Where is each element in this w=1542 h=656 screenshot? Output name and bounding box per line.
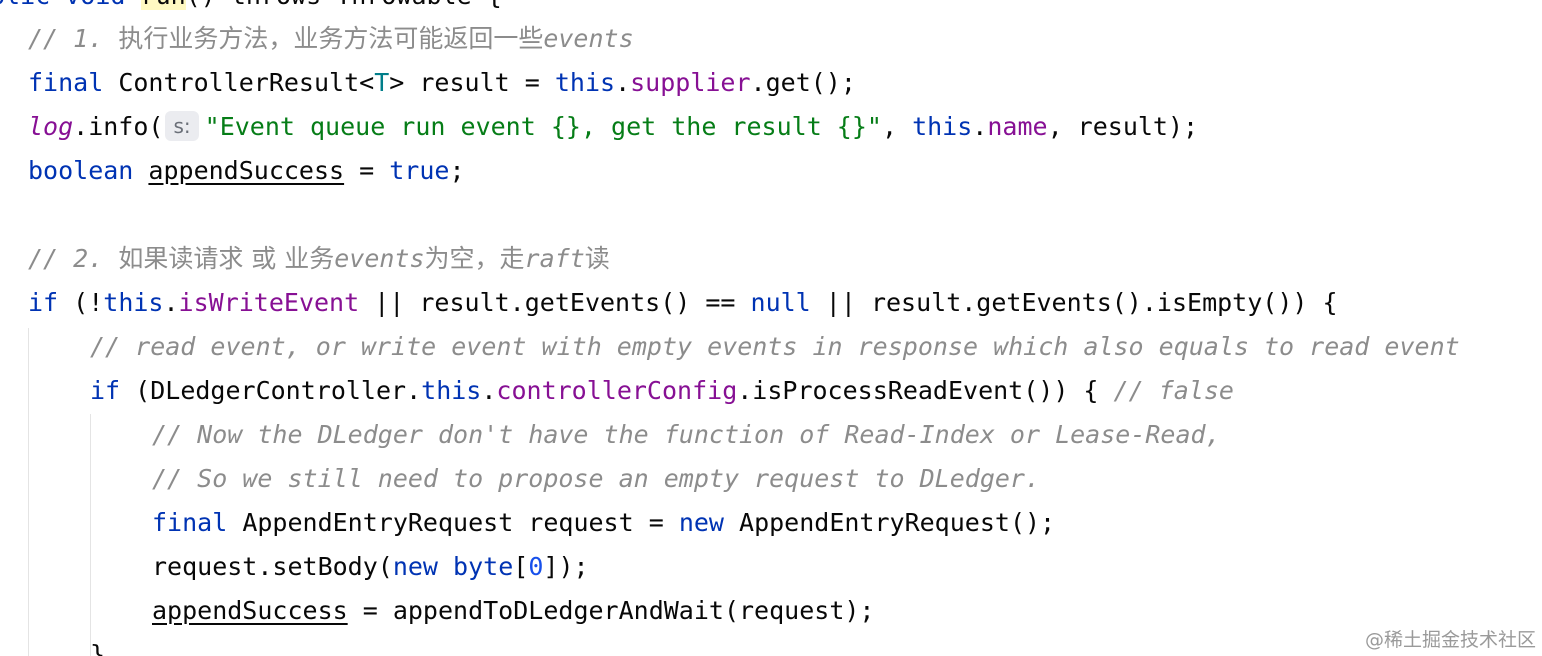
string-token: "Event queue run event {}, get the resul…	[204, 112, 882, 141]
code-line-14[interactable]: }	[90, 633, 105, 656]
comment-token: // So we still need to propose an empty …	[152, 464, 1041, 493]
code-line-1[interactable]: // 1. 执行业务方法，业务方法可能返回一些events	[28, 17, 634, 61]
variable-token: appendSuccess	[152, 596, 348, 625]
comment-token: events	[334, 244, 425, 273]
text-token: || result.getEvents() ==	[359, 288, 751, 317]
text-token: || result.getEvents().isEmpty()) {	[810, 288, 1338, 317]
keyword-token: new	[678, 508, 724, 537]
text-token: = appendToDLedgerAndWait(request);	[347, 596, 875, 625]
comment-token: // 2.	[28, 244, 119, 273]
field-token: controllerConfig	[496, 376, 738, 405]
text-token: .	[615, 68, 631, 97]
static-field-token: log	[28, 112, 74, 141]
code-line-3[interactable]: log.info(s:"Event queue run event {}, ge…	[28, 105, 1198, 149]
comment-token: 为空，走	[424, 244, 525, 273]
comment-token: 如果读请求 或 业务	[118, 244, 335, 273]
code-line-8[interactable]: if (DLedgerController.this.controllerCon…	[90, 369, 1234, 413]
watermark-text: @稀土掘金技术社区	[1364, 629, 1536, 651]
field-token: supplier	[630, 68, 751, 97]
type-param-token: T	[374, 68, 390, 97]
text-token	[438, 552, 453, 581]
method-name-token: run	[140, 0, 186, 10]
closing-brace-token: }	[90, 640, 106, 656]
keyword-token: true	[389, 156, 450, 185]
code-line-13[interactable]: appendSuccess = appendToDLedgerAndWait(r…	[152, 589, 874, 633]
keyword-token: blic void	[0, 0, 141, 10]
parameter-hint: s:	[165, 111, 199, 141]
text-token: AppendEntryRequest request =	[227, 508, 679, 537]
text-token: AppendEntryRequest();	[723, 508, 1056, 537]
text-token: ,	[881, 112, 913, 141]
text-token: ]);	[543, 552, 589, 581]
text-token: .info(	[73, 112, 164, 141]
field-token: isWriteEvent	[178, 288, 360, 317]
text-token: .get();	[750, 68, 856, 97]
keyword-token: new	[392, 552, 438, 581]
variable-token: appendSuccess	[148, 156, 345, 185]
code-line-10[interactable]: // So we still need to propose an empty …	[152, 457, 1040, 501]
indent-guide-if-block	[28, 328, 29, 656]
keyword-token: this	[421, 376, 482, 405]
text-token: .isProcessReadEvent()) {	[737, 376, 1114, 405]
comment-token: events	[543, 24, 634, 53]
keyword-token: if	[90, 376, 121, 405]
code-line-2[interactable]: final ControllerResult<T> result = this.…	[28, 61, 856, 105]
keyword-token: byte	[453, 552, 514, 581]
comment-token: // read event, or write event with empty…	[90, 332, 1460, 361]
number-token: 0	[528, 552, 544, 581]
text-token: > result =	[389, 68, 555, 97]
keyword-token: this	[554, 68, 616, 97]
code-line-5[interactable]: // 2. 如果读请求 或 业务events为空，走raft读	[28, 237, 610, 281]
text-token: [	[513, 552, 529, 581]
keyword-token: if	[28, 288, 59, 317]
text-token: .	[163, 288, 179, 317]
text-token: .	[481, 376, 497, 405]
code-line-9[interactable]: // Now the DLedger don't have the functi…	[152, 413, 1221, 457]
keyword-token: boolean	[28, 156, 134, 185]
text-token: =	[344, 156, 390, 185]
text-token: ControllerResult<	[103, 68, 375, 97]
text-token: request.setBody(	[152, 552, 393, 581]
text-token	[133, 156, 148, 185]
code-line-0[interactable]: blic void run() throws Throwable {	[0, 0, 502, 18]
code-line-7[interactable]: // read event, or write event with empty…	[90, 325, 1460, 369]
keyword-token: this	[103, 288, 164, 317]
text-token: (!	[58, 288, 104, 317]
comment-token: 执行业务方法，业务方法可能返回一些	[118, 24, 544, 53]
field-token: name	[987, 112, 1048, 141]
comment-token: raft	[524, 244, 585, 273]
comment-token: // 1.	[28, 24, 119, 53]
text-token: (DLedgerController.	[120, 376, 422, 405]
code-line-11[interactable]: final AppendEntryRequest request = new A…	[152, 501, 1055, 545]
text-token: () throws Throwable {	[186, 0, 502, 10]
keyword-token: this	[912, 112, 973, 141]
keyword-token: final	[152, 508, 228, 537]
code-line-12[interactable]: request.setBody(new byte[0]);	[152, 545, 589, 589]
text-token: .	[972, 112, 988, 141]
comment-token: // Now the DLedger don't have the functi…	[152, 420, 1221, 449]
code-line-4[interactable]: boolean appendSuccess = true;	[28, 149, 465, 193]
text-token: , result);	[1047, 112, 1199, 141]
keyword-token: final	[28, 68, 104, 97]
code-line-6[interactable]: if (!this.isWriteEvent || result.getEven…	[28, 281, 1338, 325]
comment-token: // false	[1113, 376, 1234, 405]
indent-guide-inner-if-block	[90, 414, 91, 656]
comment-token: 读	[584, 244, 610, 273]
text-token: ;	[449, 156, 465, 185]
keyword-token: null	[750, 288, 811, 317]
